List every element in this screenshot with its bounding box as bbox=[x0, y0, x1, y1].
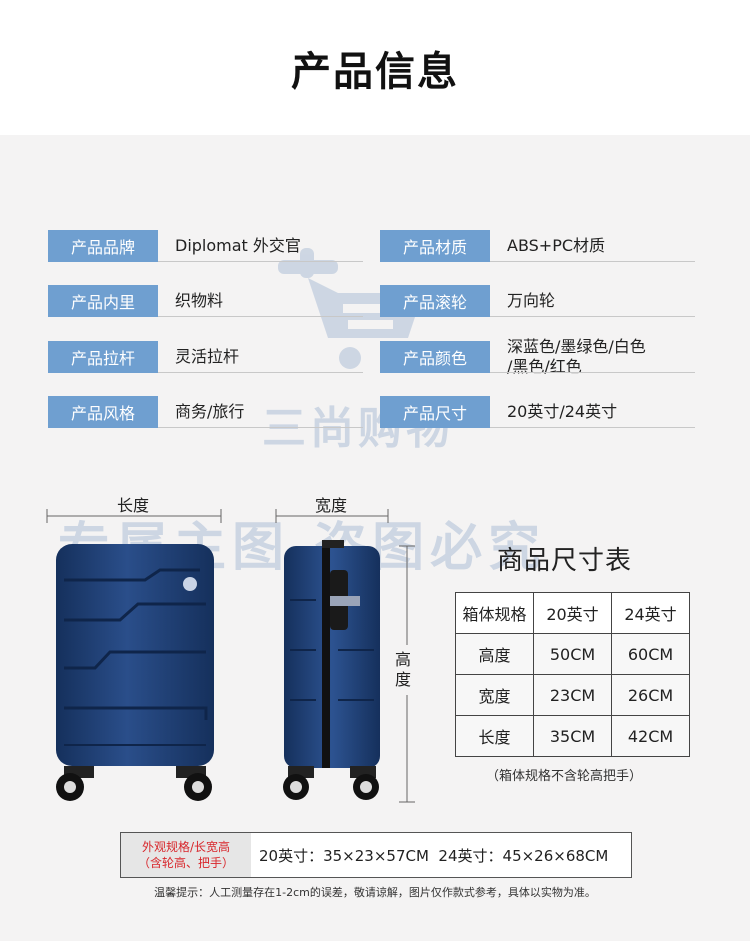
divider bbox=[158, 372, 363, 373]
attr-size: 产品尺寸 20英寸/24英寸 bbox=[380, 396, 697, 428]
attr-value: 万向轮 bbox=[507, 291, 556, 310]
attr-value: 20英寸/24英寸 bbox=[507, 402, 618, 421]
table-row: 箱体规格 20英寸 24英寸 bbox=[455, 592, 690, 634]
table-header-cell: 20英寸 bbox=[533, 592, 612, 634]
attr-label: 产品颜色 bbox=[380, 341, 490, 373]
attr-value: 织物料 bbox=[175, 291, 224, 310]
table-cell: 35CM bbox=[533, 715, 612, 757]
table-row: 高度 50CM 60CM bbox=[455, 633, 690, 675]
length-label: 长度 bbox=[117, 496, 150, 515]
spec-note-label-line2: （含轮高、把手） bbox=[137, 856, 234, 870]
page-title: 产品信息 bbox=[291, 48, 459, 95]
attr-value: ABS+PC材质 bbox=[507, 236, 606, 255]
divider bbox=[490, 261, 695, 262]
divider bbox=[158, 427, 363, 428]
attr-label: 产品材质 bbox=[380, 230, 490, 262]
suitcase-front-image bbox=[56, 544, 214, 801]
table-row: 长度 35CM 42CM bbox=[455, 715, 690, 757]
length-dimension-line bbox=[46, 509, 222, 523]
attr-wheels: 产品滚轮 万向轮 bbox=[380, 285, 697, 317]
attr-brand: 产品品牌 Diplomat 外交官 bbox=[48, 230, 365, 262]
divider bbox=[490, 316, 695, 317]
spec-note-value: 20英寸：35×23×57CM 24英寸：45×26×68CM bbox=[259, 846, 609, 865]
spec-note-label: 外观规格/长宽高 （含轮高、把手） bbox=[121, 833, 251, 877]
table-cell: 42CM bbox=[611, 715, 690, 757]
table-cell: 23CM bbox=[533, 674, 612, 716]
product-info-panel bbox=[0, 135, 750, 941]
divider bbox=[490, 427, 695, 428]
divider bbox=[490, 372, 695, 373]
table-cell: 高度 bbox=[455, 633, 534, 675]
table-cell: 宽度 bbox=[455, 674, 534, 716]
height-dimension-line bbox=[399, 545, 415, 803]
table-row: 宽度 23CM 26CM bbox=[455, 674, 690, 716]
table-header-cell: 24英寸 bbox=[611, 592, 690, 634]
footer-note: 温馨提示：人工测量存在1-2cm的误差，敬请谅解，图片仅作款式参考，具体以实物为… bbox=[154, 886, 596, 899]
height-label: 高 度 bbox=[395, 650, 412, 689]
table-cell: 50CM bbox=[533, 633, 612, 675]
size-table-title: 商品尺寸表 bbox=[497, 546, 633, 576]
suitcase-side-image bbox=[283, 540, 380, 800]
attr-value: Diplomat 外交官 bbox=[175, 236, 301, 255]
attr-label: 产品品牌 bbox=[48, 230, 158, 262]
size-table-caption: （箱体规格不含轮高把手） bbox=[486, 769, 643, 784]
table-cell: 长度 bbox=[455, 715, 534, 757]
attr-label: 产品拉杆 bbox=[48, 341, 158, 373]
spec-note-label-line1: 外观规格/长宽高 bbox=[141, 840, 231, 854]
attr-value: 深蓝色/墨绿色/白色 /黑色/红色 bbox=[507, 337, 646, 376]
table-header-cell: 箱体规格 bbox=[455, 592, 534, 634]
attr-label: 产品尺寸 bbox=[380, 396, 490, 428]
divider bbox=[158, 261, 363, 262]
width-dimension-line bbox=[275, 509, 389, 523]
table-cell: 60CM bbox=[611, 633, 690, 675]
spec-note-box: 外观规格/长宽高 （含轮高、把手） 20英寸：35×23×57CM 24英寸：4… bbox=[120, 832, 632, 878]
attr-value: 商务/旅行 bbox=[175, 402, 245, 421]
attr-lining: 产品内里 织物料 bbox=[48, 285, 365, 317]
attr-handle: 产品拉杆 灵活拉杆 bbox=[48, 341, 365, 373]
width-label: 宽度 bbox=[315, 496, 348, 515]
attr-label: 产品滚轮 bbox=[380, 285, 490, 317]
attr-value: 灵活拉杆 bbox=[175, 347, 240, 366]
attr-label: 产品风格 bbox=[48, 396, 158, 428]
table-cell: 26CM bbox=[611, 674, 690, 716]
attr-style: 产品风格 商务/旅行 bbox=[48, 396, 365, 428]
attr-colors: 产品颜色 深蓝色/墨绿色/白色 /黑色/红色 bbox=[380, 337, 697, 376]
size-table: 箱体规格 20英寸 24英寸 高度 50CM 60CM 宽度 23CM 26CM… bbox=[455, 592, 690, 757]
attr-label: 产品内里 bbox=[48, 285, 158, 317]
attr-material: 产品材质 ABS+PC材质 bbox=[380, 230, 697, 262]
divider bbox=[158, 316, 363, 317]
